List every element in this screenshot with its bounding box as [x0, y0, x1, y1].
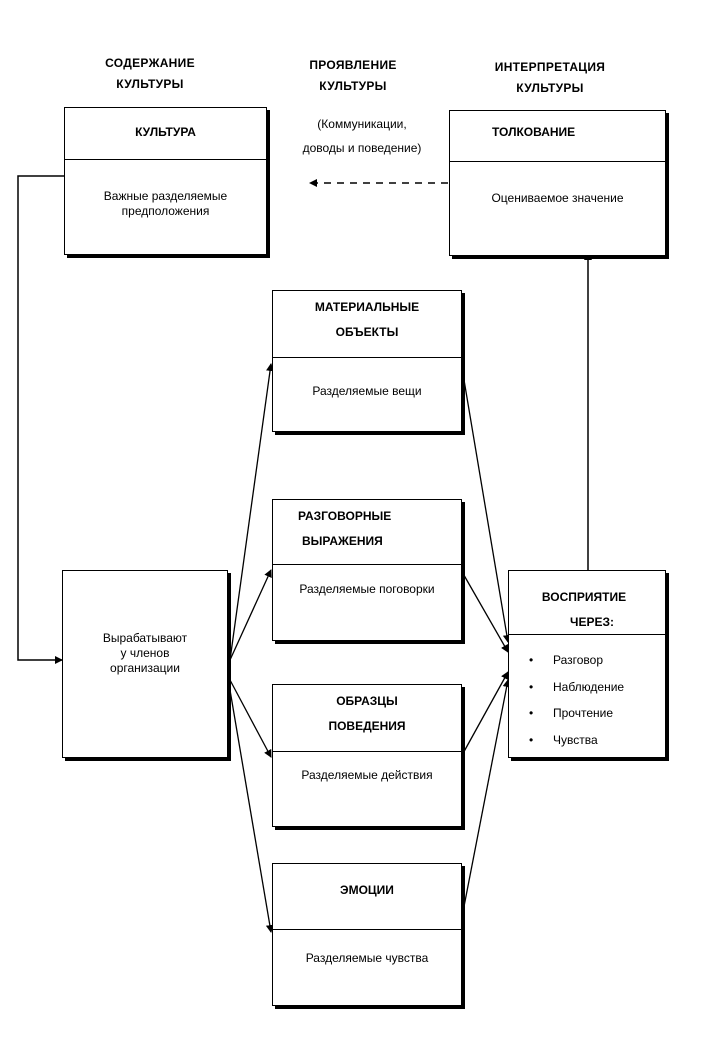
manifestation-note: (Коммуникации, доводы и поведение) — [282, 112, 442, 160]
behavior-patterns-title: ОБРАЗЦЫ ПОВЕДЕНИЯ — [273, 689, 461, 739]
culture-box-divider — [65, 159, 266, 160]
verbal-expressions-title-line1: РАЗГОВОРНЫЕ — [298, 509, 392, 523]
perception-title: ВОСПРИЯТИЕ ЧЕРЕЗ: — [509, 585, 665, 635]
arrow-material-to-perception — [460, 361, 511, 643]
behavior-patterns-body: Разделяемые действия — [301, 768, 433, 782]
material-objects-title-line2: ОБЪЕКТЫ — [335, 325, 399, 339]
verbal-expressions-divider — [273, 564, 461, 565]
arrow-emotions-to-perception — [460, 679, 511, 923]
arrow-to-behavior — [229, 679, 272, 758]
perception-item-feelings: Чувства — [529, 727, 624, 754]
perception-box: ВОСПРИЯТИЕ ЧЕРЕЗ: Разговор Наблюдение Пр… — [508, 570, 666, 758]
arrow-to-material — [229, 363, 275, 661]
culture-box: КУЛЬТУРА Важные разделяемые предположени… — [64, 107, 267, 255]
perception-item-observation: Наблюдение — [529, 674, 624, 701]
perception-item-reading: Прочтение — [529, 700, 624, 727]
develop-box: Вырабатывают у членов организации — [62, 570, 228, 758]
material-objects-title-line1: МАТЕРИАЛЬНЫЕ — [314, 300, 420, 314]
header-culture-content: СОДЕРЖАНИЕ КУЛЬТУРЫ — [75, 53, 225, 95]
behavior-patterns-title-line1: ОБРАЗЦЫ — [336, 694, 398, 708]
culture-box-body-line1: Важные разделяемые — [103, 189, 228, 203]
material-objects-body: Разделяемые вещи — [312, 384, 422, 398]
arrow-verbal-to-perception — [460, 569, 509, 653]
header-culture-content-line2: КУЛЬТУРЫ — [116, 77, 184, 91]
header-culture-interpretation: ИНТЕРПРЕТАЦИЯ КУЛЬТУРЫ — [470, 57, 630, 99]
manifestation-note-line2: доводы и поведение) — [302, 141, 422, 155]
verbal-expressions-title-line2: ВЫРАЖЕНИЯ — [302, 534, 383, 548]
verbal-expressions-body: Разделяемые поговорки — [299, 582, 435, 596]
emotions-box: ЭМОЦИИ Разделяемые чувства — [272, 863, 462, 1006]
feedback-loop-line — [17, 175, 64, 664]
material-objects-box: МАТЕРИАЛЬНЫЕ ОБЪЕКТЫ Разделяемые вещи — [272, 290, 462, 432]
interpretation-box-divider — [450, 161, 665, 162]
interpretation-box-body: Оцениваемое значение — [450, 191, 665, 206]
emotions-body: Разделяемые чувства — [305, 951, 429, 965]
behavior-patterns-title-line2: ПОВЕДЕНИЯ — [328, 719, 406, 733]
behavior-patterns-divider — [273, 751, 461, 752]
header-culture-manifestation-line2: КУЛЬТУРЫ — [319, 79, 387, 93]
develop-box-body: Вырабатывают у членов организации — [63, 631, 227, 676]
culture-box-body: Важные разделяемые предположения — [65, 189, 266, 219]
header-culture-manifestation: ПРОЯВЛЕНИЕ КУЛЬТУРЫ — [278, 55, 428, 97]
perception-item-conversation: Разговор — [529, 647, 624, 674]
emotions-divider — [273, 929, 461, 930]
perception-title-line2: ЧЕРЕЗ: — [570, 615, 614, 629]
perception-divider — [509, 634, 665, 635]
arrow-to-emotions — [229, 689, 274, 933]
arrow-behavior-to-perception — [460, 671, 509, 758]
culture-box-body-line2: предположения — [121, 204, 210, 218]
header-culture-interpretation-line2: КУЛЬТУРЫ — [516, 81, 584, 95]
emotions-title: ЭМОЦИИ — [340, 883, 394, 897]
culture-box-title: КУЛЬТУРА — [135, 125, 196, 139]
header-culture-interpretation-line1: ИНТЕРПРЕТАЦИЯ — [494, 60, 606, 74]
develop-box-line1: Вырабатывают — [102, 631, 188, 645]
verbal-expressions-box: РАЗГОВОРНЫЕ ВЫРАЖЕНИЯ Разделяемые погово… — [272, 499, 462, 641]
verbal-expressions-title: РАЗГОВОРНЫЕ ВЫРАЖЕНИЯ — [273, 504, 461, 554]
interpretation-box-body-line1: Оцениваемое значение — [491, 191, 624, 205]
interpretation-box: ТОЛКОВАНИЕ Оцениваемое значение — [449, 110, 666, 256]
header-culture-content-line1: СОДЕРЖАНИЕ — [105, 56, 195, 70]
arrow-to-verbal — [229, 569, 272, 661]
develop-box-line2: у членов — [120, 646, 170, 660]
manifestation-note-line1: (Коммуникации, — [317, 117, 407, 131]
interpretation-box-title: ТОЛКОВАНИЕ — [492, 125, 576, 139]
develop-box-line3: организации — [110, 661, 180, 675]
perception-title-line1: ВОСПРИЯТИЕ — [541, 590, 627, 604]
behavior-patterns-box: ОБРАЗЦЫ ПОВЕДЕНИЯ Разделяемые действия — [272, 684, 462, 827]
header-culture-manifestation-line1: ПРОЯВЛЕНИЕ — [309, 58, 397, 72]
material-objects-title: МАТЕРИАЛЬНЫЕ ОБЪЕКТЫ — [273, 295, 461, 345]
perception-list: Разговор Наблюдение Прочтение Чувства — [529, 647, 624, 753]
material-objects-divider — [273, 357, 461, 358]
